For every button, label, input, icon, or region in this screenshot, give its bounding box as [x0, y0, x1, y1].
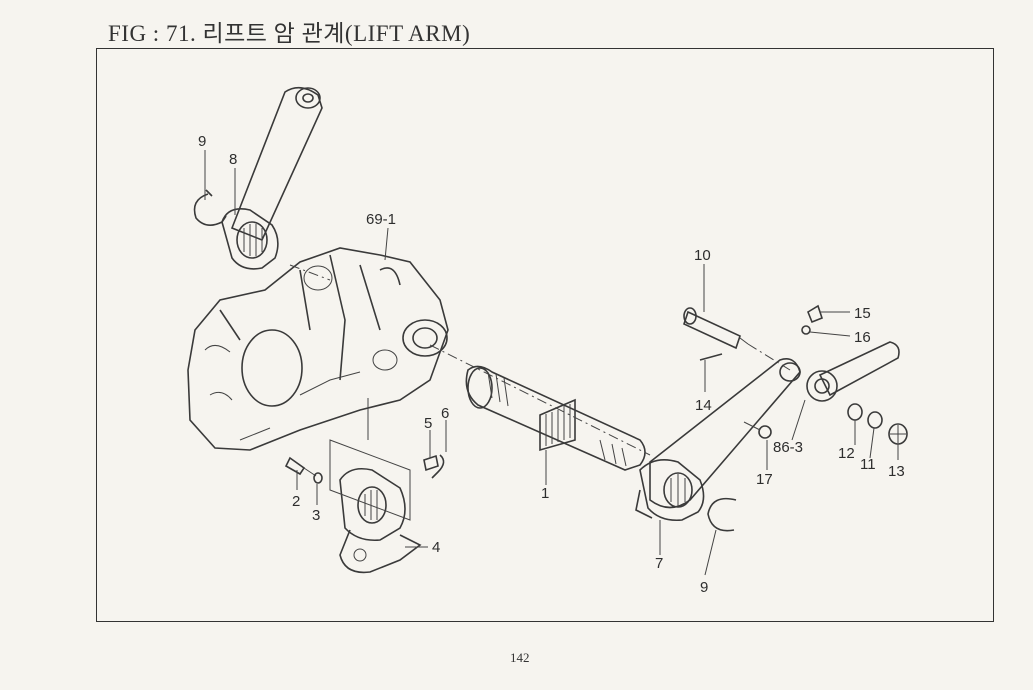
figure-title: FIG : 71. 리프트 암 관계(LIFT ARM)	[108, 21, 471, 46]
callout-10: 10	[694, 247, 711, 264]
callout-5: 5	[424, 415, 432, 432]
pin-part-10	[683, 307, 749, 350]
snap-ring-lower	[707, 497, 737, 532]
callout-8: 8	[229, 151, 237, 168]
castle-nut-part-13	[888, 423, 908, 445]
callout-2: 2	[292, 493, 300, 510]
leader-lines	[204, 150, 899, 576]
page-number: 142	[510, 650, 530, 665]
callout-11: 11	[860, 456, 876, 473]
callout-13: 13	[888, 463, 905, 480]
callout-14: 14	[695, 397, 712, 414]
bracket-plate	[329, 439, 411, 521]
callout-6: 6	[441, 405, 449, 422]
pin-part-6	[431, 454, 445, 479]
diagram-frame	[96, 48, 994, 622]
bolt-part-5	[423, 454, 439, 472]
plug-part-16	[801, 325, 811, 335]
callout-9-bottom: 9	[700, 579, 708, 596]
callout-4: 4	[432, 539, 440, 556]
callout-86-3: 86-3	[773, 439, 803, 456]
washer-part-11	[867, 411, 883, 429]
arm-centerline	[289, 264, 331, 281]
hydraulic-housing	[187, 247, 449, 451]
lift-arm-lower	[339, 467, 422, 574]
callout-9-top: 9	[198, 133, 206, 150]
pin-centerline	[747, 343, 791, 371]
cotter-part-14	[699, 353, 723, 361]
upper-lift-arm	[221, 86, 323, 270]
bolt-part-2	[284, 456, 317, 477]
callout-3: 3	[312, 507, 320, 524]
callout-17: 17	[756, 471, 773, 488]
callout-1: 1	[541, 485, 549, 502]
callout-16: 16	[854, 329, 871, 346]
lift-shaft	[465, 365, 646, 471]
washer-part-12	[847, 403, 863, 421]
callout-69-1: 69-1	[366, 211, 396, 228]
grease-nipple-15	[807, 304, 823, 324]
link-rod	[806, 341, 900, 402]
snap-ring-upper	[193, 189, 227, 226]
lift-arm-right	[635, 358, 801, 522]
callout-15: 15	[854, 305, 871, 322]
callout-12: 12	[838, 445, 855, 462]
washer-part-3	[313, 472, 323, 484]
callout-7: 7	[655, 555, 663, 572]
pin-part-17	[743, 421, 772, 439]
shaft-centerline	[429, 344, 651, 456]
